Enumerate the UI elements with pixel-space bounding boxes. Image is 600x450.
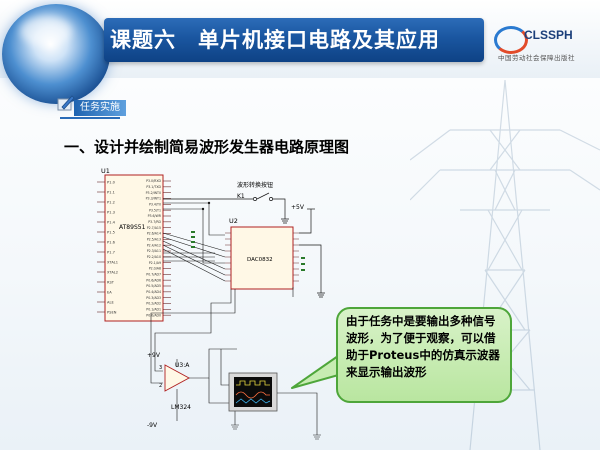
logo-subtitle: 中国劳动社会保障出版社: [498, 54, 575, 62]
logo-name: CLSSPH: [524, 28, 573, 42]
mcu-right-pin-label: P2.6/A14: [147, 232, 161, 236]
opamp-triangle: [164, 364, 190, 392]
mcu-part: AT89S51: [119, 224, 146, 231]
slide-title: 课题六 单片机接口电路及其应用: [110, 28, 440, 52]
mcu-right-pin-label: P3.6/WR: [148, 214, 162, 218]
mcu-right-pin-label: P3.3/INT1: [146, 197, 161, 201]
opamp-ref: U3:A: [175, 362, 190, 369]
mcu-left-pin-label: P1.0: [107, 181, 116, 185]
dac-chip: [230, 226, 294, 290]
mcu-right-pin-label: P3.4/T0: [149, 203, 161, 207]
mcu-left-pin-label: PSEN: [107, 311, 117, 315]
mcu-right-pin-label: P3.2/INT0: [146, 191, 161, 195]
mcu-left-pin-label: P1.3: [107, 211, 115, 215]
mcu-right-pin-label: P0.3/AD3: [146, 296, 161, 300]
opamp-pin3: 3: [159, 365, 162, 371]
mcu-right-pin-label: P2.7/A15: [147, 226, 161, 230]
logo-swirl-icon: [494, 26, 528, 54]
mcu-left-pin-label: P1.7: [107, 251, 115, 255]
neg-supply: -9V: [147, 422, 158, 429]
pencil-icon: [57, 95, 75, 111]
opamp-pin2: 2: [159, 383, 162, 389]
mcu-right-pin-label: P3.7/RD: [148, 220, 161, 224]
mcu-left-pin-label: P1.5: [107, 231, 115, 235]
pos-supply: +9V: [147, 352, 161, 359]
globe-logo: [2, 4, 110, 104]
mcu-left-pins: P1.0P1.1P1.2P1.3P1.4P1.5P1.6P1.7XTAL1XTA…: [97, 181, 118, 315]
mcu-left-pin-label: P1.4: [107, 221, 116, 225]
mcu-right-pin-label: P0.5/AD5: [146, 284, 161, 288]
mcu-left-pin-label: EA: [107, 291, 112, 295]
dac-ref: U2: [229, 217, 238, 225]
task-underline: [60, 117, 120, 119]
callout-box: [336, 307, 512, 403]
callout-text: 由于任务中是要输出多种信号波形，为了便于观察，可以借助于Proteus中的仿真示…: [346, 314, 500, 379]
task-tag: 任务实施: [74, 100, 126, 116]
switch-ref: K1: [237, 193, 245, 200]
slide-header: 课题六 单片机接口电路及其应用 CLSSPH 中国劳动社会保障出版社: [0, 0, 600, 104]
mcu-right-pin-label: P2.0/A8: [149, 267, 161, 271]
mcu-left-pin-label: ALE: [107, 301, 114, 305]
circuit-schematic: U1 AT89S51 P1.0P1.1P1.2P1.3P1.4P1.5P1.6P…: [97, 167, 325, 440]
mcu-right-pin-label: P0.4/AD4: [146, 290, 161, 294]
mcu-right-pin-label: P2.5/A13: [147, 238, 161, 242]
mcu-right-pin-label: P2.2/A10: [147, 255, 161, 259]
mcu-right-pin-label: P0.7/AD7: [146, 273, 161, 277]
mcu-left-pin-label: P1.6: [107, 241, 116, 245]
mcu-right-pin-label: P0.6/AD6: [146, 278, 161, 282]
mcu-left-pin-label: RST: [107, 281, 115, 285]
section-heading: 一、设计并绘制简易波形发生器电路原理图: [64, 138, 350, 156]
mcu-right-pin-label: P2.1/A9: [149, 261, 161, 265]
switch-label: 波形转换按钮: [237, 181, 273, 189]
mcu-right-pin-label: P2.4/A12: [147, 243, 161, 247]
opamp-part: LM324: [171, 404, 191, 411]
mcu-right-pin-label: P0.0/AD0: [146, 313, 161, 317]
mcu-right-pins: P3.0/RXD P3.1/TXD P3.2/INT0P3.3/INT1P3.4/T…: [146, 179, 171, 317]
mcu-right-pin-label: P0.2/AD2: [146, 302, 161, 306]
mcu-left-pin-label: P1.2: [107, 201, 115, 205]
mcu-right-pin-label: P0.1/AD1: [146, 308, 161, 312]
vcc-label: +5V: [291, 204, 305, 211]
mcu-right-pin-label: P3.1/TXD: [146, 185, 161, 189]
mcu-right-pin-label: P2.3/A11: [147, 249, 161, 253]
mcu-chip: [104, 174, 164, 322]
mcu-left-pin-label: XTAL2: [107, 271, 118, 275]
mcu-right-pin-label: P3.0/RXD: [146, 179, 161, 183]
mcu-left-pin-label: P1.1: [107, 191, 115, 195]
publisher-logo: CLSSPH 中国劳动社会保障出版社: [494, 24, 598, 64]
dac-part: DAC0832: [247, 257, 273, 263]
title-bar: [104, 18, 484, 62]
mcu-right-pin-label: P3.5/T1: [149, 208, 161, 212]
mcu-left-pin-label: XTAL1: [107, 261, 118, 265]
mcu-ref: U1: [101, 167, 110, 175]
